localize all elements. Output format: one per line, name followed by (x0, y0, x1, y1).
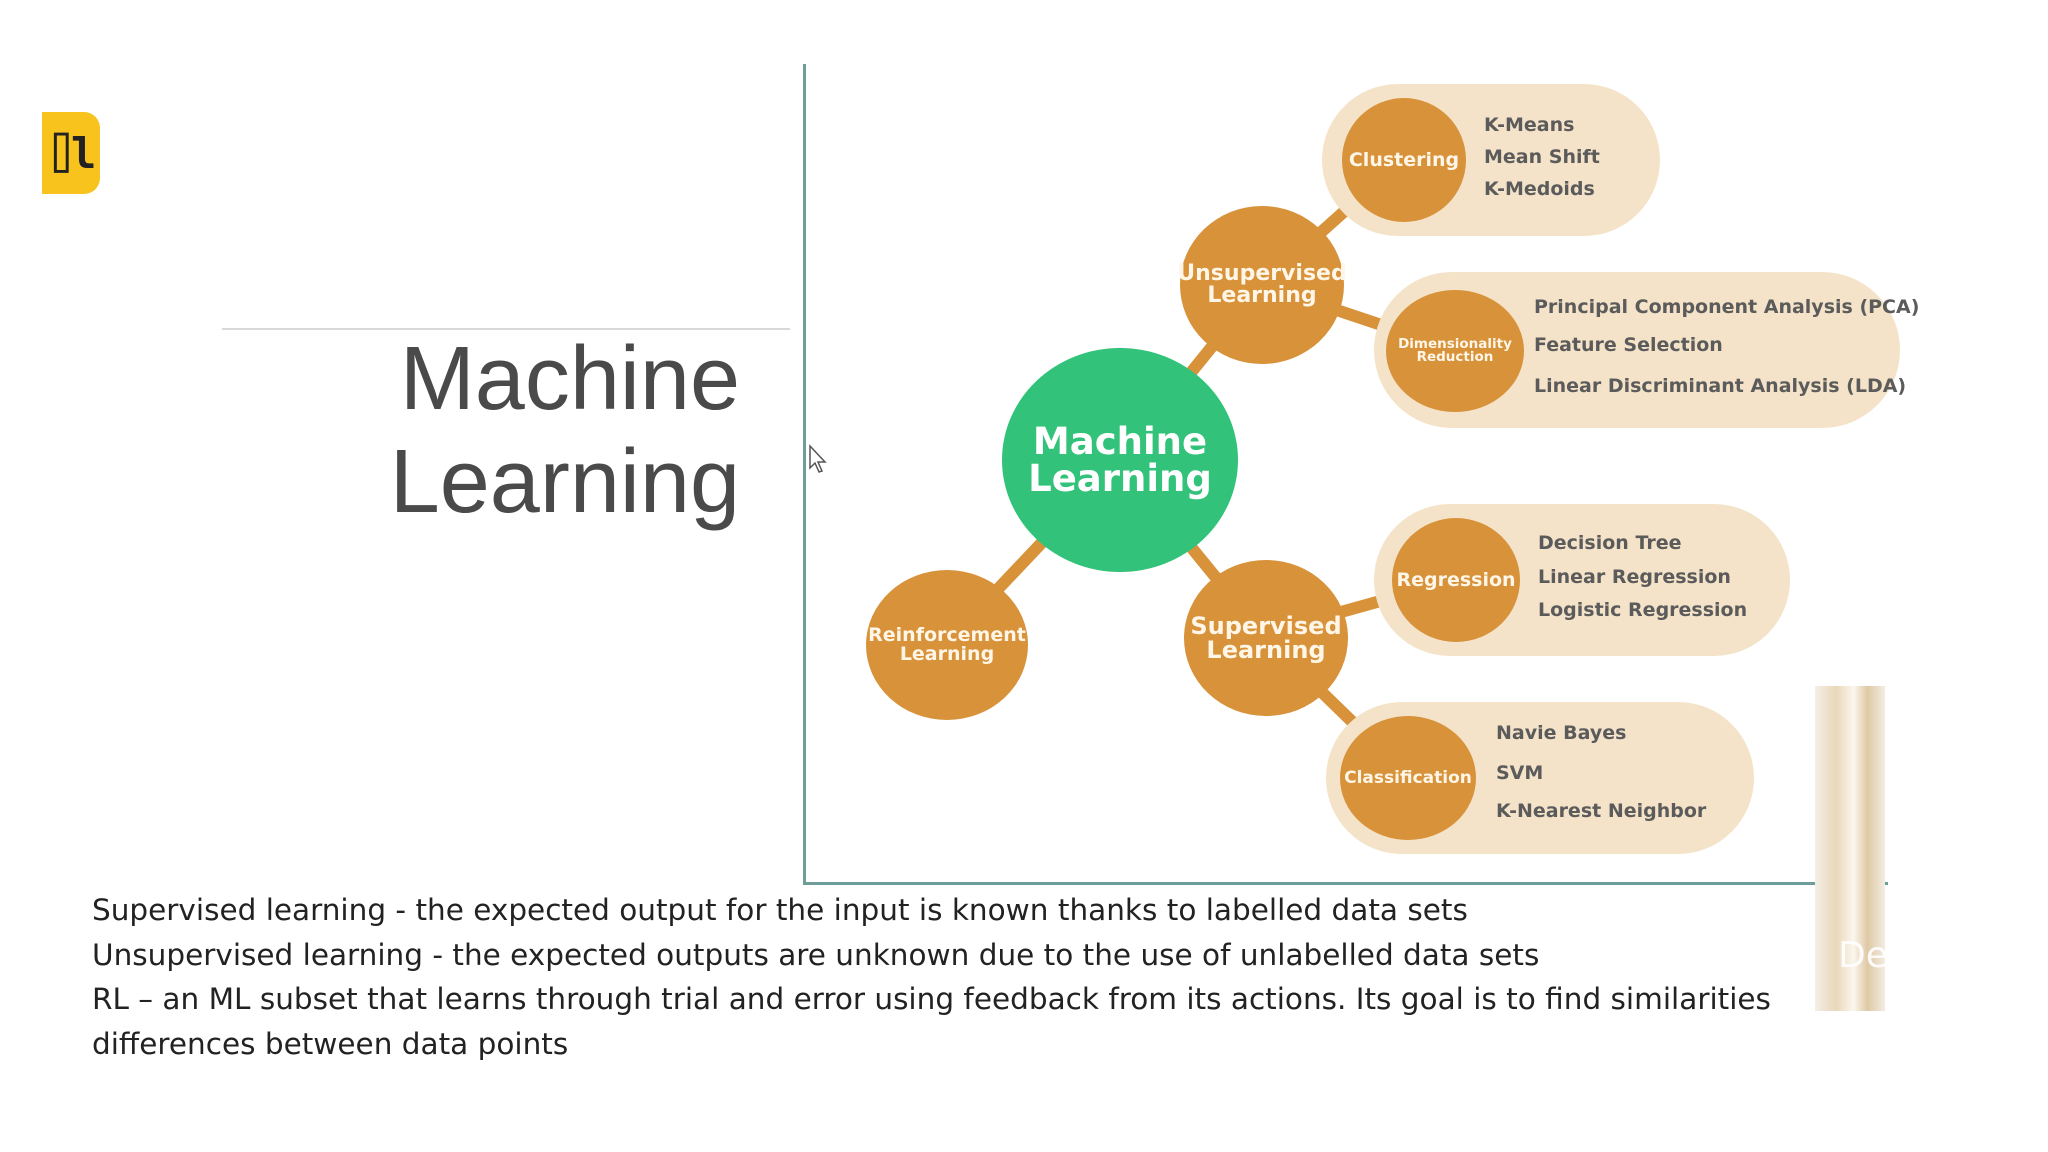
webcam-label: De (1838, 935, 1885, 976)
list-item: K-Nearest Neighbor (1496, 800, 1707, 822)
list-item: Linear Regression (1538, 566, 1731, 588)
regression-node: Regression (1392, 518, 1520, 642)
supervised-learning-node: Supervised Learning (1184, 560, 1348, 716)
notes-line-2: Unsupervised learning - the expected out… (92, 937, 1540, 972)
list-item: Principal Component Analysis (PCA) (1534, 296, 1920, 318)
reinforcement-learning-node: Reinforcement Learning (866, 570, 1028, 720)
list-item: SVM (1496, 762, 1544, 784)
notes-line-3: RL – an ML subset that learns through tr… (92, 982, 1771, 1016)
list-item: Mean Shift (1484, 146, 1600, 168)
mouse-cursor-icon (809, 444, 827, 473)
title-divider (222, 328, 790, 330)
dimensionality-reduction-node: Dimensionality Reduction (1386, 290, 1524, 412)
slide-title: Machine Learning (380, 328, 740, 534)
list-item: Linear Discriminant Analysis (LDA) (1534, 375, 1907, 397)
slide-title-line-2: Learning (389, 432, 740, 532)
notes-line-4: differences between data points (92, 1026, 569, 1061)
app-logo-icon: ⌷l (42, 112, 100, 194)
slide-notes: Supervised learning - the expected outpu… (92, 888, 1852, 1066)
machine-learning-node: Machine Learning (1002, 348, 1238, 572)
notes-line-1: Supervised learning - the expected outpu… (92, 893, 1468, 927)
webcam-overlay (1815, 686, 1885, 1011)
slide-title-line-1: Machine (399, 329, 740, 429)
classification-node: Classification (1340, 716, 1476, 840)
list-item: Logistic Regression (1538, 599, 1748, 621)
clustering-node: Clustering (1342, 98, 1466, 222)
list-item: Decision Tree (1538, 532, 1682, 554)
list-item: K-Means (1484, 114, 1575, 136)
list-item: K-Medoids (1484, 178, 1595, 200)
list-item: Feature Selection (1534, 334, 1723, 356)
unsupervised-learning-node: Unsupervised Learning (1177, 206, 1347, 364)
list-item: Navie Bayes (1496, 722, 1627, 744)
